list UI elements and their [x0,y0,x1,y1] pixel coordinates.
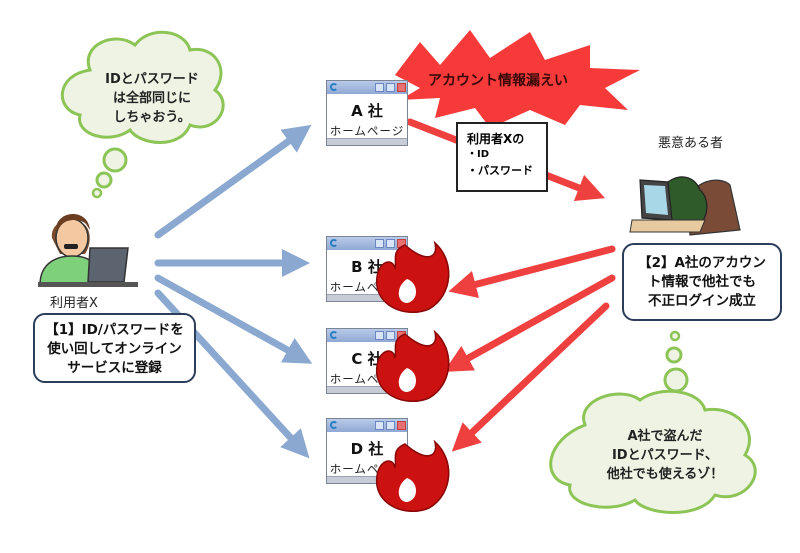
step1-line: サービスに登録 [67,360,162,376]
thought-bubble-medium [665,346,683,364]
thought-bubble-medium [95,171,113,189]
user-thought-line: IDとパスワード [105,72,199,87]
maximize-icon [386,331,395,340]
user-illustration [38,214,138,287]
window-titlebar [327,81,407,94]
site-window-d: D 社 ホームページ [326,418,408,484]
attacker-thought-cloud [549,330,757,514]
site-window-a: A 社 ホームページ [326,80,408,146]
user-thought-cloud [61,30,225,199]
attacker-illustration [629,176,741,236]
arrow-attack-site-c [443,274,616,372]
step1-box: 【1】ID/パスワードを 使い回してオンライン サービスに登録 [33,313,196,383]
window-titlebar [327,237,407,250]
leak-burst-text: アカウント情報漏えい [428,73,568,89]
browser-icon [330,83,338,91]
attacker-thought-text: A社で盗んだ IDとパスワード、 他社でも使えるゾ！ [590,427,740,484]
window-titlebar [327,419,407,432]
arrow-to-site-a [154,124,312,239]
thought-bubble-large [663,367,689,393]
note-item: ・ID [467,149,490,160]
user-thought-line: しちゃおう。 [113,110,191,125]
close-icon [397,331,406,340]
attacker-label: 悪意ある者 [658,136,724,151]
site-homepage-label: ホームページ [329,462,405,476]
site-name: D 社 [350,440,384,458]
step2-box: 【2】A社のアカウン ト情報で他社でも 不正ログイン成立 [622,243,782,321]
thought-bubble-small [91,187,103,199]
close-icon [397,239,406,248]
user-register-arrows [154,124,313,459]
site-window-b: B 社 ホームページ [326,236,408,302]
attacker-thought-line: IDとパスワード、 [611,448,719,463]
arrow-attack-site-d [451,302,610,452]
browser-icon [330,331,338,339]
site-homepage-label: ホームページ [329,124,405,138]
minimize-icon [375,239,384,248]
step2-line: 不正ログイン成立 [648,293,756,309]
browser-icon [330,239,338,247]
attacker-thought-line: 他社でも使えるゾ！ [606,467,724,482]
thought-bubble-small [669,330,681,342]
note-title: 利用者Xの [467,132,525,146]
maximize-icon [386,421,395,430]
step2-line: ト情報で他社でも [648,274,756,290]
site-name: C 社 [351,350,383,368]
browser-icon [330,421,338,429]
step2-line: 【2】A社のアカウン [638,255,766,271]
arrow-to-site-c [154,274,313,364]
site-window-c: C 社 ホームページ [326,328,408,394]
leak-burst [395,30,640,128]
minimize-icon [375,83,384,92]
window-statusbar [327,386,407,393]
thought-bubble-large [102,147,128,173]
maximize-icon [386,239,395,248]
close-icon [397,421,406,430]
step1-line: 使い回してオンライン [47,341,182,357]
close-icon [397,83,406,92]
user-label: 利用者X [50,296,98,311]
site-homepage-label: ホームページ [329,280,405,294]
minimize-icon [375,331,384,340]
minimize-icon [375,421,384,430]
arrow-attack-site-b [448,245,616,299]
step1-line: 【1】ID/パスワードを [45,322,184,338]
user-thought-text: IDとパスワード は全部同じに しちゃおう。 [92,70,212,127]
site-name: A 社 [351,102,383,120]
leaked-credentials-note: 利用者Xの ・ID ・パスワード [456,122,548,192]
window-statusbar [327,138,407,145]
window-titlebar [327,329,407,342]
maximize-icon [386,83,395,92]
window-statusbar [327,294,407,301]
note-item: ・パスワード [467,164,533,177]
attacker-thought-line: A社で盗んだ [627,429,703,444]
site-homepage-label: ホームページ [329,372,405,386]
window-statusbar [327,476,407,483]
site-name: B 社 [351,258,383,276]
user-thought-line: は全部同じに [112,91,191,106]
